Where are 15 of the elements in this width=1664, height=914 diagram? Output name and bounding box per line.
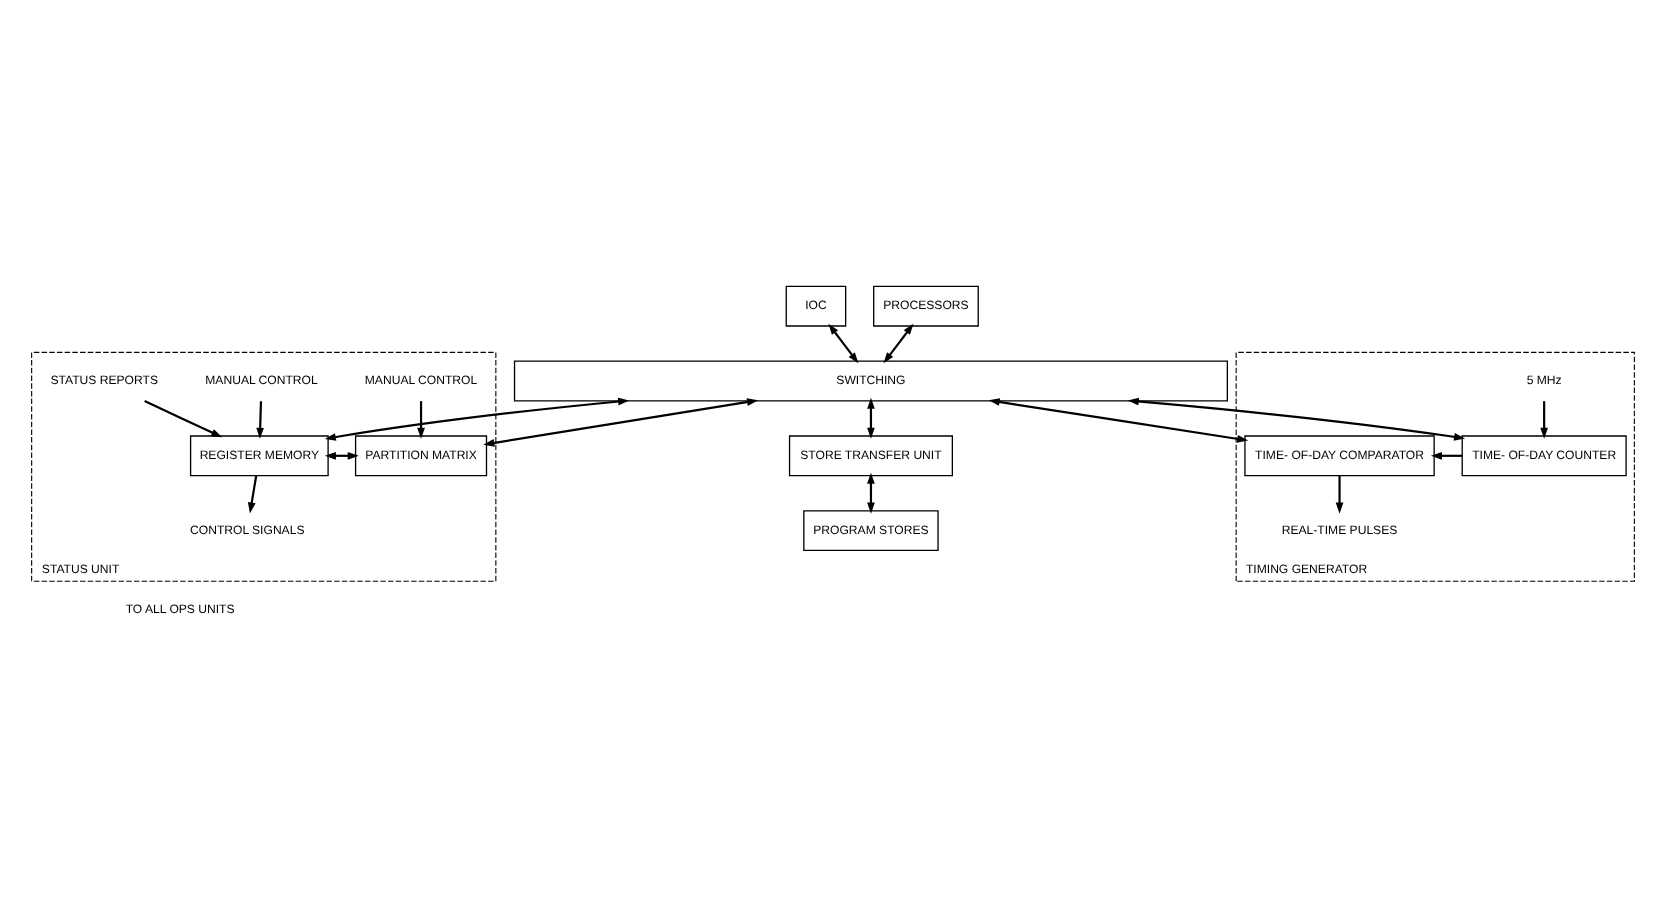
arrow [1429,450,1462,459]
arrow [246,474,257,513]
arrow [143,399,222,437]
arrow [827,322,858,363]
arrow [416,400,424,438]
arrow [882,322,913,363]
arrow [1334,474,1343,513]
arrow [1539,400,1547,438]
arrow [866,396,874,438]
arrow [987,397,1248,442]
arrow [1126,396,1465,440]
arrow [255,400,264,438]
arrow [482,397,758,446]
arrow [323,396,629,440]
arrow [866,471,874,513]
